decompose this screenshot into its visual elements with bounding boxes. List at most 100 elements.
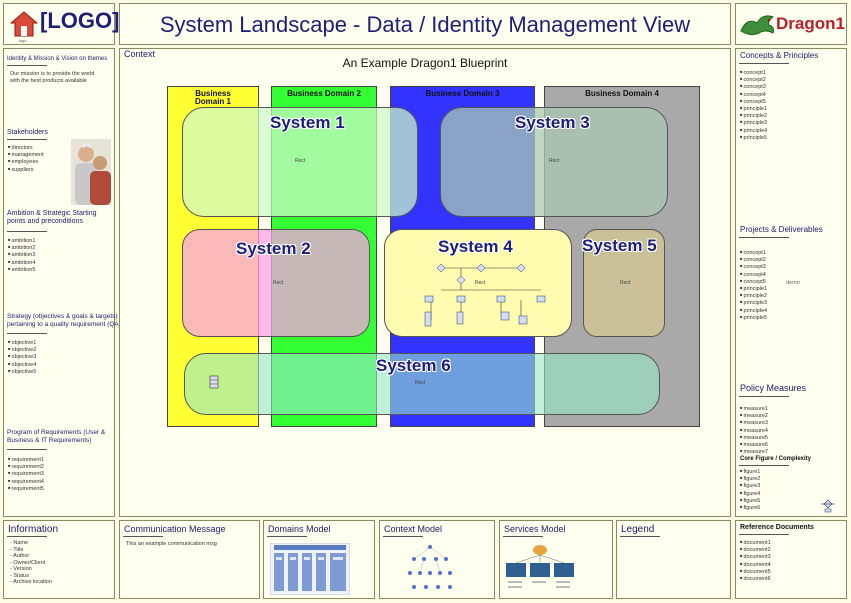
system-4[interactable]: Rect [384, 229, 572, 337]
mission-title: Identity & Mission & Vision on themes [7, 56, 108, 62]
list-item: measure7 [740, 448, 768, 455]
list-item: objective4 [8, 361, 37, 368]
principles-list: principle1 principle2 principle3 princip… [740, 105, 768, 141]
list-item: - Title [10, 546, 24, 553]
list-item: requirement3 [8, 470, 44, 477]
list-item: principle4 [740, 307, 768, 314]
context-model-thumbnail [408, 545, 452, 589]
context-model-title: Context Model [384, 524, 443, 534]
system-3[interactable]: Rect [440, 107, 668, 217]
rect-label: Rect [273, 280, 284, 286]
list-item: ambition2 [8, 244, 36, 251]
system-5-title: System 5 [582, 236, 657, 255]
blueprint-title: An Example Dragon1 Blueprint [342, 56, 508, 70]
ambitions-list: ambition1 ambition2 ambition3 ambition4 … [8, 237, 36, 273]
services-model-title: Services Model [504, 524, 566, 534]
list-item: - Version [10, 566, 32, 572]
list-item: - Status [10, 572, 29, 579]
list-item[interactable]: document1 [740, 539, 771, 546]
strategy-title: Strategy (objectives & goals & targets) … [7, 313, 121, 328]
core-figure-title: Core Figure / Complexity [740, 456, 812, 462]
list-item[interactable]: document6 [740, 575, 771, 582]
context-panel: Context An Example Dragon1 Blueprint Bus… [119, 48, 731, 517]
list-item: measure3 [740, 419, 768, 426]
list-item: objective5 [8, 368, 37, 375]
concepts-title: Concepts & Principles [740, 51, 819, 60]
domains-model-title: Domains Model [268, 524, 331, 534]
measures-list: measure1 measure2 measure3 measure4 meas… [740, 405, 768, 455]
logo-panel: [LOGO] logo [3, 3, 119, 45]
communication-title: Communication Message [124, 524, 226, 534]
system-2[interactable]: Rect [182, 229, 370, 337]
domain-label: Business Domain 4 [585, 89, 659, 98]
context-label: Context [124, 49, 156, 59]
list-item: measure6 [740, 441, 768, 448]
list-item: concept4 [740, 91, 766, 98]
list-item: management [8, 151, 44, 158]
system-6[interactable]: Rect [184, 353, 660, 415]
list-item: requirement2 [8, 463, 44, 470]
list-item: directors [8, 144, 44, 151]
list-item: ambition3 [8, 251, 36, 258]
list-item: measure1 [740, 405, 768, 412]
services-model-thumbnail [506, 545, 574, 588]
system-6-title: System 6 [376, 356, 451, 375]
list-item: concept2 [740, 76, 766, 83]
projects-principles-list: principle1 principle2 principle3 princip… [740, 285, 768, 321]
communication-panel: Communication Message This an example co… [119, 520, 260, 599]
context-model-panel[interactable]: Context Model [379, 520, 495, 599]
list-item: concept2 [740, 256, 766, 263]
title-panel: System Landscape - Data / Identity Manag… [119, 3, 731, 45]
list-item: figure1 [740, 468, 761, 475]
list-item: objective1 [8, 339, 37, 346]
list-item: ambition5 [8, 266, 36, 273]
figures-list: figure1 figure2 figure3 figure4 figure5 … [740, 468, 761, 511]
list-item[interactable]: document2 [740, 546, 771, 553]
list-item: concept3 [740, 83, 766, 90]
information-title: Information [8, 524, 59, 535]
requirements-list: requirement1 requirement2 requirement3 r… [8, 456, 44, 492]
list-item: principle5 [740, 134, 768, 141]
list-item: concept1 [740, 249, 766, 256]
core-figure-icon [821, 499, 835, 513]
rect-label: Rect [415, 380, 426, 386]
list-item: employees [8, 158, 44, 165]
concepts-list: concept1 concept2 concept3 concept4 conc… [740, 69, 766, 105]
list-item: concept5 [740, 278, 766, 285]
list-item: concept5 [740, 98, 766, 105]
dragon-icon [740, 15, 775, 36]
list-item: figure6 [740, 504, 761, 511]
system-1[interactable]: Rect [182, 107, 418, 217]
list-item: figure3 [740, 482, 761, 489]
logo-text[interactable]: [LOGO] [40, 8, 120, 33]
list-item: measure5 [740, 434, 768, 441]
mission-text: Our mission is to provide the world with… [10, 71, 95, 84]
page-title: System Landscape - Data / Identity Manag… [159, 12, 691, 37]
list-item: concept3 [740, 263, 766, 270]
system-1-title: System 1 [270, 113, 345, 132]
objectives-list: objective1 objective2 objective3 objecti… [8, 339, 37, 375]
documents-list: document1 document2 document3 document4 … [740, 539, 771, 582]
program-title: Program of Requirements (User & Business… [7, 429, 106, 444]
projects-title: Projects & Deliverables [740, 225, 823, 234]
list-item[interactable]: document3 [740, 553, 771, 560]
list-item: figure2 [740, 475, 761, 482]
list-item: measure4 [740, 427, 768, 434]
demo-label: demo [786, 280, 800, 286]
list-item: principle1 [740, 105, 768, 112]
list-item: concept1 [740, 69, 766, 76]
system-4-diagram [424, 263, 546, 327]
services-model-panel[interactable]: Services Model [499, 520, 613, 599]
system-5[interactable]: Rect [583, 229, 665, 337]
list-item[interactable]: document5 [740, 568, 771, 575]
communication-text: This an example communication msg [126, 541, 217, 547]
brand-panel: Dragon1 [735, 3, 847, 45]
domains-model-panel[interactable]: Domains Model [263, 520, 375, 599]
information-panel: Information - Name - Title - Author - Ow… [3, 520, 115, 599]
list-item: requirement4 [8, 478, 44, 485]
rect-label: Rect [295, 158, 306, 164]
policy-title: Policy Measures [740, 383, 807, 393]
reference-documents-panel: Reference Documents document1 document2 … [735, 520, 847, 599]
list-item[interactable]: document4 [740, 561, 771, 568]
list-item: objective3 [8, 353, 37, 360]
